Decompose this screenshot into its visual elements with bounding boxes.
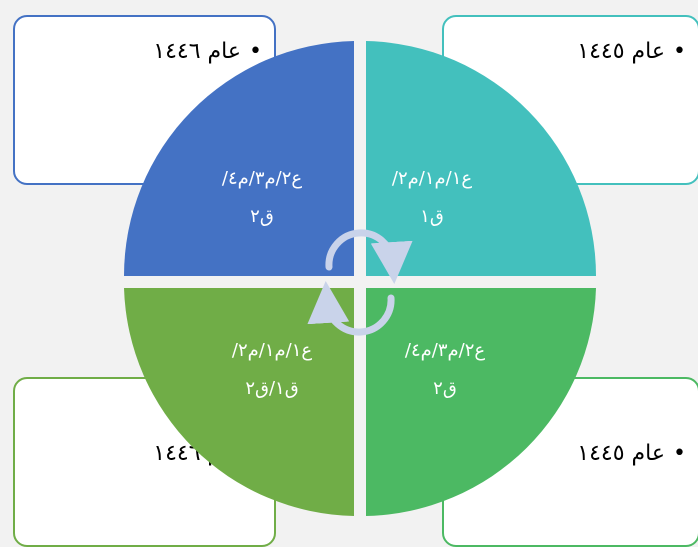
bullet-icon: • <box>673 39 686 64</box>
cycle-arrows-icon <box>307 229 413 336</box>
segment-label-top-left-line1: ع٢/م٣/م٤/ <box>222 168 303 189</box>
bullet-icon: • <box>673 441 686 466</box>
note-text-bottom-right: • عام ١٤٤٥ <box>577 441 686 466</box>
segment-label-bottom-left-line2: ق١/ق٢ <box>245 378 298 399</box>
segment-label-bottom-right-line2: ق٢ <box>433 378 457 399</box>
cycle-arrow-bottom <box>307 281 395 336</box>
note-text-top-right: • عام ١٤٤٥ <box>577 39 686 64</box>
segment-top-left <box>123 41 355 276</box>
year-label: عام ١٤٤٦ <box>153 39 242 64</box>
year-label: عام ١٤٤٥ <box>577 39 666 64</box>
segment-label-top-left-line2: ق٢ <box>250 206 274 227</box>
year-label: عام ١٤٤٥ <box>577 441 666 466</box>
segment-top-right <box>366 41 597 276</box>
cycle-arrow-top <box>325 229 413 284</box>
segment-label-top-right-line2: ق١ <box>420 206 444 227</box>
segment-bottom-right <box>366 288 596 516</box>
segment-label-bottom-right-line1: ع٢/م٣/م٤/ <box>405 340 486 361</box>
note-text-top-left: • عام ١٤٤٦ <box>153 39 262 64</box>
segment-label-top-right-line1: ع١/م١/م٢/ <box>392 168 473 189</box>
bullet-icon: • <box>249 39 262 64</box>
segment-label-bottom-left-line1: ع١/م١/م٢/ <box>232 340 313 361</box>
segment-bottom-left <box>124 288 354 516</box>
